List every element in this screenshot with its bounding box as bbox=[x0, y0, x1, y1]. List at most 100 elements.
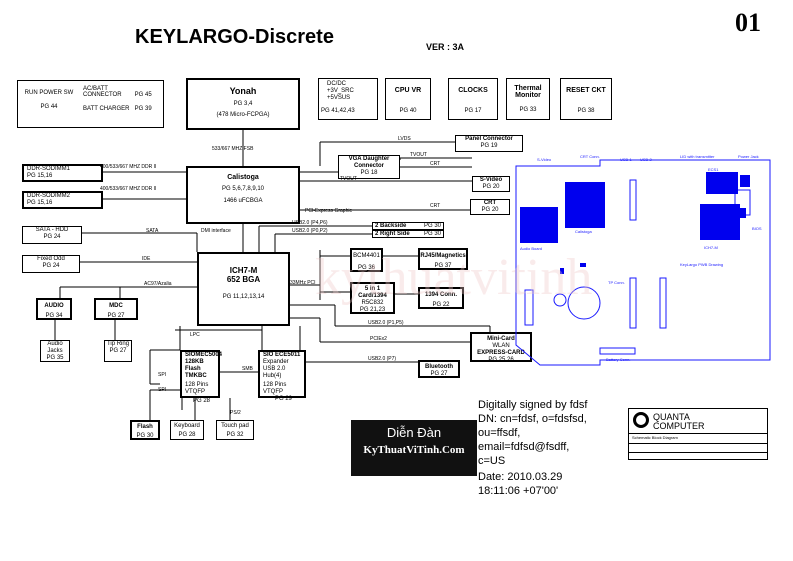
conn1394-label: 1394 Conn. bbox=[424, 292, 457, 298]
ddr-signal-b: 400/533/667 MHZ DDR II bbox=[100, 186, 157, 192]
board-label-calistoga: Calistoga bbox=[575, 229, 592, 234]
ich7-label: ICH7-M bbox=[229, 266, 258, 275]
signature-line-1: Digitally signed by fdsf bbox=[478, 399, 588, 411]
version-label: VER : 3A bbox=[426, 42, 465, 52]
clocks-label: CLOCKS bbox=[458, 87, 488, 94]
svideo-page: PG 20 bbox=[482, 184, 500, 190]
bcm-label: BCM4401 bbox=[353, 253, 380, 259]
block-ich7m: ICH7-M 652 BGA PG 11,12,13,14 bbox=[197, 252, 290, 326]
board-label-bios: BIOS bbox=[752, 226, 762, 231]
usb-p4p6-signal: USB2.0 (P4,P6) bbox=[292, 220, 328, 226]
ddr1-page: PG 15,16 bbox=[27, 173, 53, 179]
dcdc-line3: +5VSUS bbox=[327, 95, 351, 101]
signature-line-5: c=US bbox=[478, 455, 506, 467]
reset-label: RESET CKT bbox=[566, 87, 606, 94]
audio-jacks-page: PG 35 bbox=[46, 355, 64, 361]
block-5in1-card: 5 in 1 Card/1394 R5C832 PG 21,23 bbox=[350, 282, 395, 314]
block-clocks: CLOCKS PG 17 bbox=[448, 78, 498, 120]
crt-signal-2: CRT bbox=[430, 203, 441, 209]
spi-signal-1: SPI bbox=[158, 372, 167, 378]
block-svideo: S-Video PG 20 bbox=[472, 176, 510, 192]
crt-label: CRT bbox=[483, 200, 497, 206]
board-label-usb2: USB-2 bbox=[640, 157, 652, 162]
block-1394-conn: 1394 Conn. PG 22 bbox=[418, 287, 464, 309]
bluetooth-label: Bluetooth bbox=[425, 364, 453, 370]
board-label-power-jack: Power Jack bbox=[738, 154, 759, 159]
block-dcdc: DC/DC +3V_SRC +5VSUS PG 41,42,43 bbox=[318, 78, 378, 120]
fixed-odd-page: PG 24 bbox=[42, 263, 60, 269]
usb-p7-signal: USB2.0 (P7) bbox=[368, 356, 397, 362]
forum-watermark-line2: KyThuatViTinh.Com bbox=[363, 444, 465, 456]
ddr-signal-a: 400/533/667 MHZ DDR II bbox=[100, 164, 157, 170]
page-number: 01 bbox=[735, 8, 761, 37]
board-label-ich7m: ICH7-M bbox=[704, 245, 718, 250]
board-label-tp-conn: TP Conn. bbox=[608, 280, 625, 285]
board-label-audio-board: Audio Board bbox=[520, 246, 543, 251]
fsb-signal: 533/667 MHZ FSB bbox=[212, 146, 254, 152]
block-vga-daughter: VGA Daughter Connector PG 18 bbox=[338, 155, 400, 179]
tvout-signal-1: TVOUT bbox=[410, 152, 427, 158]
block-siomec5004: SIOMEC5004 128KB Flash TMKBC 128 Pins VT… bbox=[180, 350, 222, 404]
block-rightside: 2 Right Side PG 30 bbox=[372, 230, 444, 238]
ac-batt-page: PG 45 bbox=[134, 92, 152, 98]
batt-charger-label: BATT CHARGER bbox=[83, 106, 130, 112]
signature-line-2: DN: cn=fdsf, o=fdsfsd, bbox=[478, 413, 587, 425]
fixed-odd-label: Fixed Odd bbox=[37, 256, 65, 262]
block-backside: 2 Backside PG 30 bbox=[372, 222, 444, 230]
usb-p1p5-signal: USB2.0 (P1,P5) bbox=[368, 320, 404, 326]
lvds-signal: LVDS bbox=[398, 136, 411, 142]
block-ac-batt: AC/BATT CONNECTOR PG 45 bbox=[83, 86, 163, 98]
card5in1-sub: R5C832 bbox=[361, 300, 384, 306]
minicard-label-2: EXPRESS-CARD bbox=[477, 350, 525, 356]
dcdc-page: PG 41,42,43 bbox=[321, 108, 355, 114]
siomec-line4: 128 Pins VTQFP bbox=[185, 382, 209, 395]
reset-page: PG 38 bbox=[577, 108, 595, 114]
cpu-vr-page: PG 40 bbox=[399, 108, 417, 114]
signature-line-3: ou=ffsdf, bbox=[478, 427, 521, 439]
board-label-crt: CRT Conn. bbox=[580, 154, 600, 159]
block-ddr-sodimm2: DDR-SODIMM2 PG 15,16 bbox=[22, 191, 103, 209]
thermal-label: Thermal bbox=[514, 85, 542, 92]
backside-page: PG 30 bbox=[423, 223, 441, 229]
block-sata-hdd: SATA - HDD PG 24 bbox=[22, 226, 82, 244]
title-block: QUANTA COMPUTER Schematic Block Diagram bbox=[628, 408, 768, 460]
rightside-label: 2 Right Side bbox=[375, 231, 410, 237]
pciex2-signal: PCIEx2 bbox=[370, 336, 387, 342]
sata-signal: SATA bbox=[146, 228, 159, 234]
title-block-divider bbox=[629, 433, 767, 434]
clocks-page: PG 17 bbox=[464, 108, 482, 114]
siomec-line3: TMKBC bbox=[185, 373, 207, 379]
block-cpu-vr: CPU VR PG 40 bbox=[385, 78, 431, 120]
title-block-divider-3 bbox=[629, 452, 767, 453]
mdc-label: MDC bbox=[109, 303, 123, 309]
dcdc-line2: +3V_SRC bbox=[327, 88, 354, 94]
ich7-label-2: 652 BGA bbox=[226, 275, 261, 284]
rj45-label: RJ45/Magnetics bbox=[420, 253, 466, 259]
tvout-signal-2: TVOUT bbox=[340, 176, 357, 182]
calistoga-label: Calistoga bbox=[227, 174, 259, 181]
signature-line-4: email=fdfsd@fsdff, bbox=[478, 441, 570, 453]
ac-batt-label: AC/BATT CONNECTOR bbox=[83, 86, 122, 98]
block-rj45: RJ45/Magnetics PG 37 bbox=[418, 248, 468, 270]
ich7-page: PG 11,12,13,14 bbox=[222, 294, 265, 300]
block-panel-connector: Panel Connector PG 19 bbox=[455, 135, 523, 152]
company-name: QUANTA bbox=[653, 412, 690, 422]
thermal-page: PG 33 bbox=[519, 107, 537, 113]
ddr2-page: PG 15,16 bbox=[27, 200, 53, 206]
card5in1-label: 5 in 1 Card/1394 bbox=[358, 286, 387, 299]
doc-title: Schematic Block Diagram bbox=[632, 435, 678, 440]
yonah-label: Yonah bbox=[229, 86, 257, 96]
sata-hdd-page: PG 24 bbox=[43, 234, 61, 240]
audio-page: PG 34 bbox=[45, 313, 63, 319]
bluetooth-page: PG 27 bbox=[430, 371, 448, 377]
audio-jacks-label: Audio Jacks bbox=[47, 341, 63, 354]
block-keyboard: Keyboard PG 28 bbox=[170, 420, 204, 440]
block-batt-charger: BATT CHARGER PG 39 bbox=[83, 106, 163, 112]
sata-hdd-label: SATA - HDD bbox=[35, 227, 69, 233]
sioece-line2: Expander bbox=[263, 359, 289, 365]
svideo-label: S-Video bbox=[479, 177, 503, 183]
keyboard-label: Keyboard bbox=[174, 423, 200, 429]
cpu-vr-label: CPU VR bbox=[394, 87, 422, 94]
smb-signal: SMB bbox=[242, 366, 253, 372]
